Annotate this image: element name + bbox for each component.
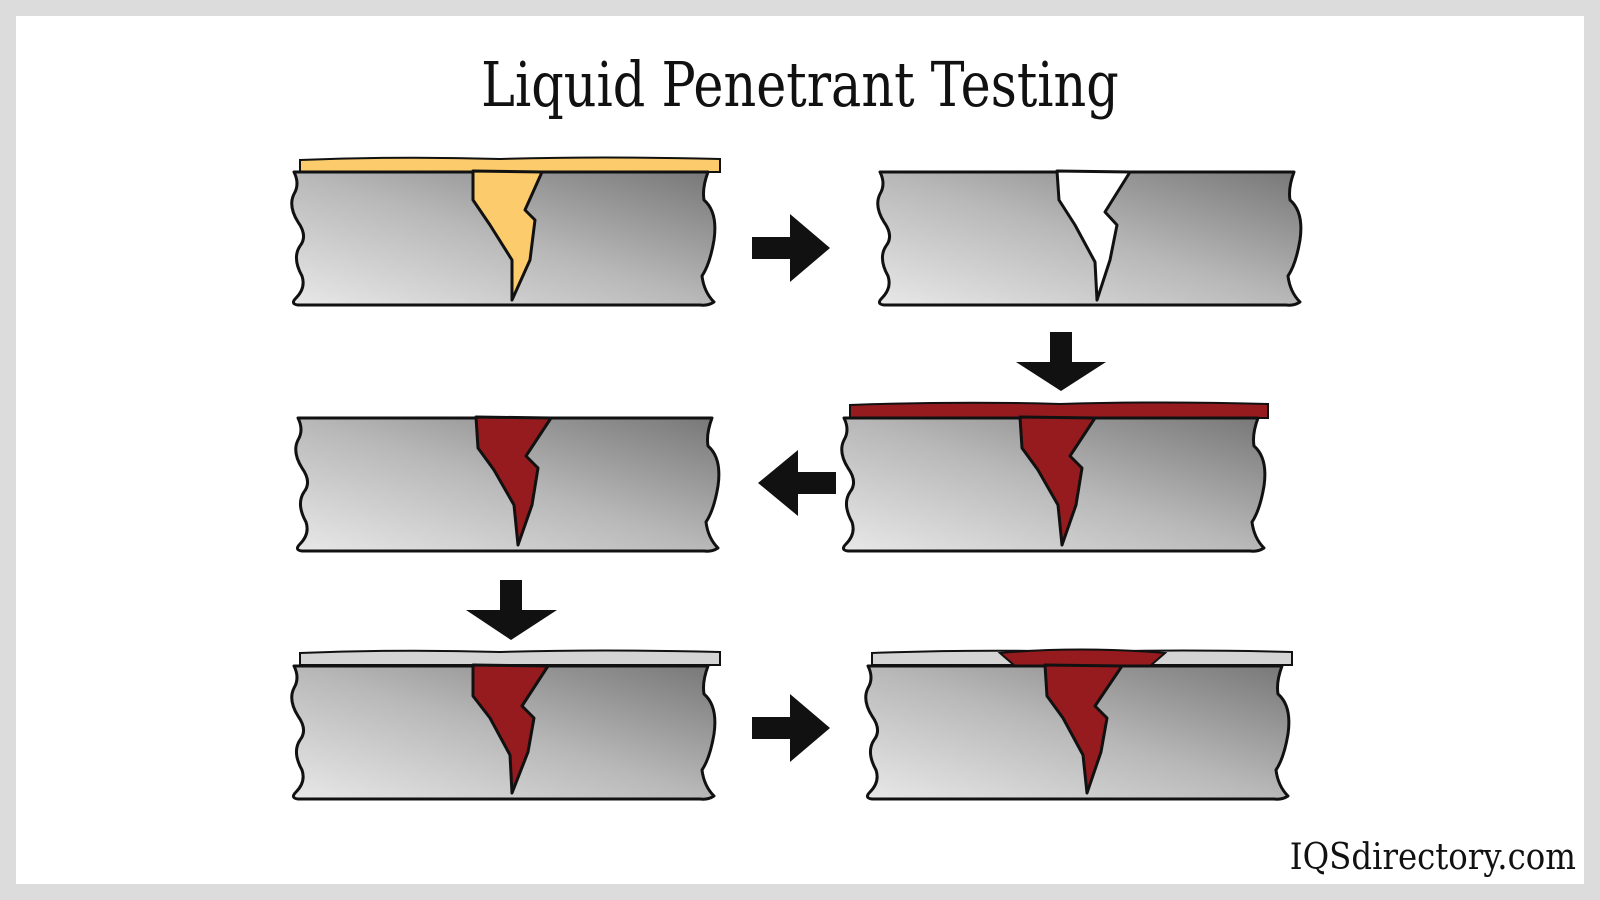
step-red-dye-applied <box>840 401 1269 553</box>
crack-empty <box>1055 169 1132 302</box>
red-dye-layer <box>849 401 1269 419</box>
crack-red <box>474 415 553 547</box>
developer-layer <box>299 649 721 666</box>
step-excess-dye-removed <box>294 415 721 553</box>
crack-red <box>471 663 550 795</box>
arrow-down-icon <box>1016 332 1106 391</box>
step-penetrant-applied <box>290 156 721 307</box>
crack-red <box>1018 415 1097 547</box>
red-bleed-indication <box>997 648 1168 667</box>
crack-red <box>1043 663 1124 795</box>
watermark: IQSdirectory.com <box>1289 837 1576 878</box>
arrow-down-icon <box>466 580 557 640</box>
yellow-penetrant-layer <box>299 156 721 173</box>
step-indication-visible <box>864 648 1293 801</box>
arrow-right-icon <box>752 214 830 282</box>
step-developer-applied <box>290 649 721 801</box>
crack-yellow <box>471 169 544 302</box>
arrow-right-icon <box>752 694 830 762</box>
diagram-title: Liquid Penetrant Testing <box>481 48 1119 121</box>
arrow-left-icon <box>758 450 836 516</box>
step-surface-cleaned <box>876 169 1303 307</box>
